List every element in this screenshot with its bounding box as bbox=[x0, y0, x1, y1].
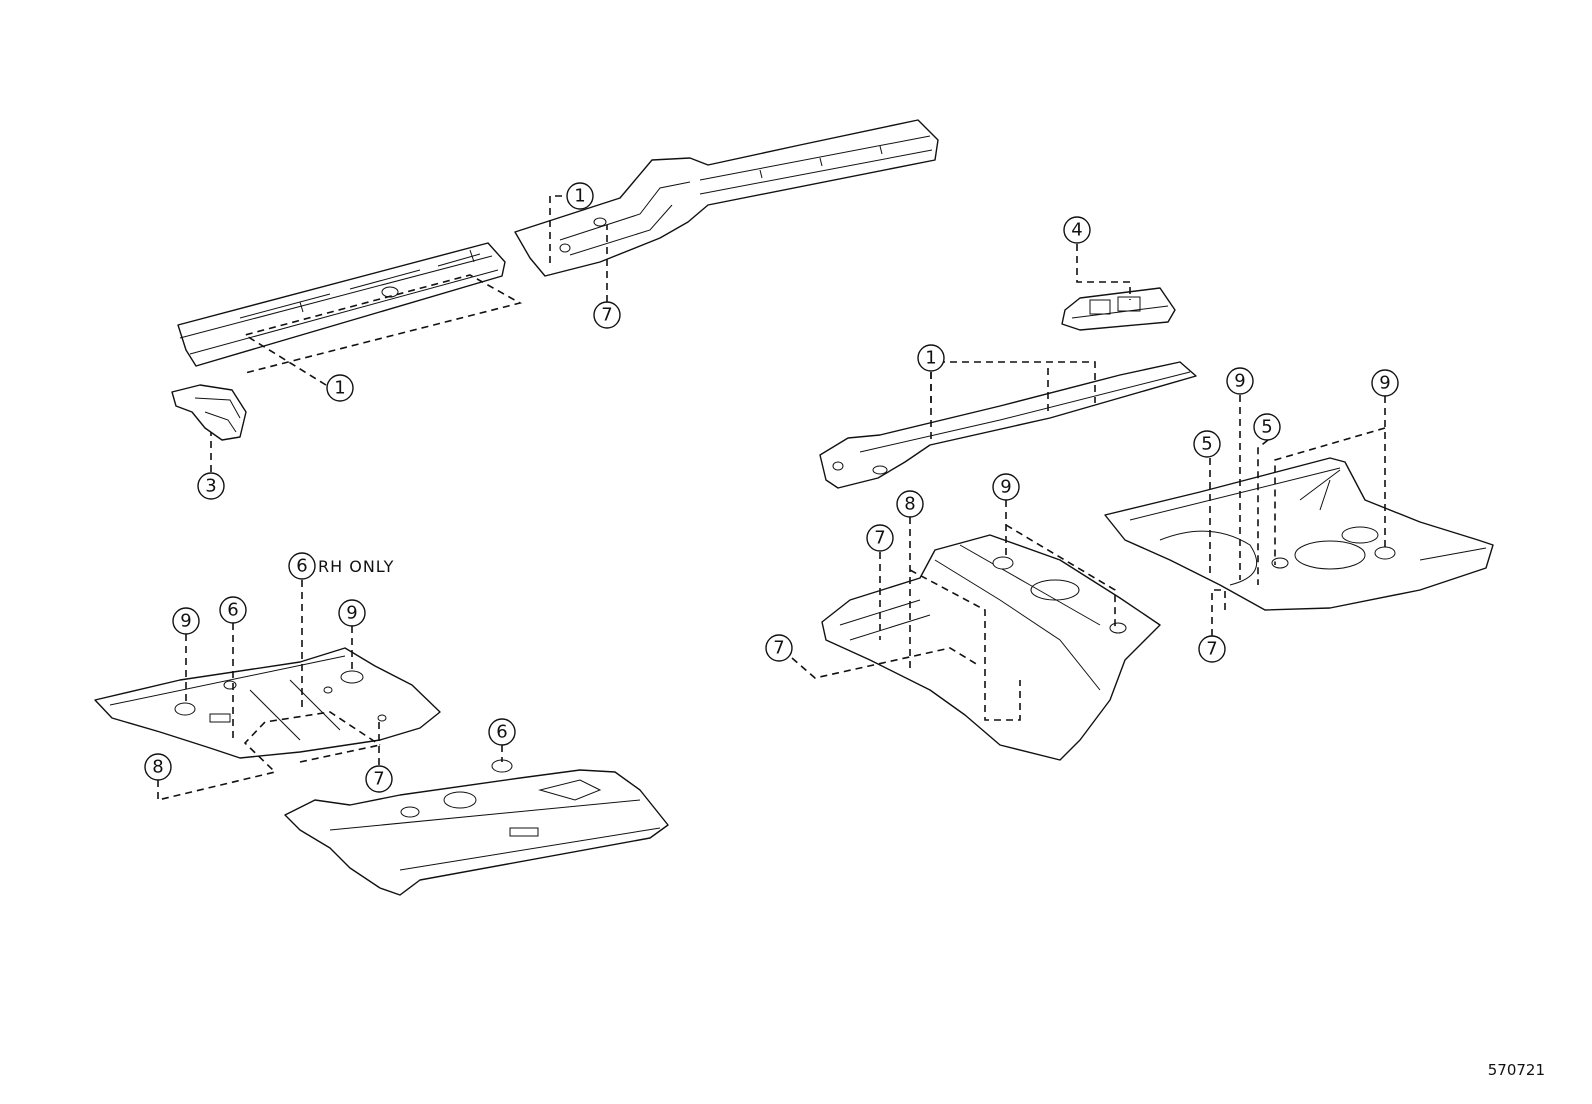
svg-text:9: 9 bbox=[346, 603, 357, 624]
svg-text:4: 4 bbox=[1071, 220, 1082, 241]
part-side-member-rear bbox=[819, 361, 1197, 489]
part-center-floor-pan bbox=[821, 534, 1161, 761]
rh-only-note: RH ONLY bbox=[318, 557, 394, 576]
svg-text:1: 1 bbox=[925, 348, 936, 369]
svg-text:7: 7 bbox=[773, 638, 784, 659]
callout-6-left: 6 bbox=[219, 596, 247, 624]
callout-5-b: 5 bbox=[1253, 413, 1281, 441]
callout-7-top: 7 bbox=[593, 301, 621, 329]
callout-1-upper-left: 1 bbox=[326, 374, 354, 402]
part-bracket-4 bbox=[1061, 287, 1176, 331]
part-rear-floor-pan bbox=[1104, 457, 1494, 611]
callout-9-center: 9 bbox=[992, 473, 1020, 501]
svg-text:9: 9 bbox=[1379, 373, 1390, 394]
svg-text:6: 6 bbox=[296, 556, 307, 577]
svg-text:7: 7 bbox=[1206, 639, 1217, 660]
part-side-member-front bbox=[514, 119, 939, 277]
svg-text:9: 9 bbox=[1000, 477, 1011, 498]
figure-number: 570721 bbox=[1488, 1061, 1545, 1079]
svg-text:7: 7 bbox=[601, 305, 612, 326]
svg-text:3: 3 bbox=[205, 476, 216, 497]
callout-4: 4 bbox=[1063, 216, 1091, 244]
callout-9-right-a: 9 bbox=[1226, 367, 1254, 395]
svg-text:5: 5 bbox=[1201, 434, 1212, 455]
svg-text:7: 7 bbox=[874, 528, 885, 549]
part-side-member-left bbox=[177, 242, 506, 367]
part-bracket-3 bbox=[171, 384, 247, 441]
callout-9-left: 9 bbox=[172, 607, 200, 635]
svg-text:9: 9 bbox=[1234, 371, 1245, 392]
callout-6-bottom: 6 bbox=[488, 718, 516, 746]
leader-lines bbox=[157, 195, 1386, 802]
callout-8-center: 8 bbox=[896, 490, 924, 518]
svg-text:6: 6 bbox=[496, 722, 507, 743]
svg-text:7: 7 bbox=[373, 769, 384, 790]
callout-7-center-left: 7 bbox=[765, 634, 793, 662]
svg-text:9: 9 bbox=[180, 611, 191, 632]
callout-1-right: 1 bbox=[917, 344, 945, 372]
callout-3: 3 bbox=[197, 472, 225, 500]
part-front-floor-pan-bottom bbox=[284, 759, 669, 896]
callout-8-left: 8 bbox=[144, 753, 172, 781]
callout-7-right: 7 bbox=[1198, 635, 1226, 663]
callout-9-left-b: 9 bbox=[338, 599, 366, 627]
callout-5-a: 5 bbox=[1193, 430, 1221, 458]
svg-text:6: 6 bbox=[227, 600, 238, 621]
callout-7-center-upper: 7 bbox=[866, 524, 894, 552]
callout-1-top: 1 bbox=[566, 182, 594, 210]
part-front-floor-pan-left bbox=[94, 647, 441, 759]
svg-text:5: 5 bbox=[1261, 417, 1272, 438]
svg-text:1: 1 bbox=[574, 186, 585, 207]
callout-6-rh-only: 6 bbox=[288, 552, 316, 580]
svg-text:1: 1 bbox=[334, 378, 345, 399]
callout-9-right-b: 9 bbox=[1371, 369, 1399, 397]
callout-7-left: 7 bbox=[365, 765, 393, 793]
svg-text:8: 8 bbox=[152, 757, 163, 778]
svg-text:8: 8 bbox=[904, 494, 915, 515]
